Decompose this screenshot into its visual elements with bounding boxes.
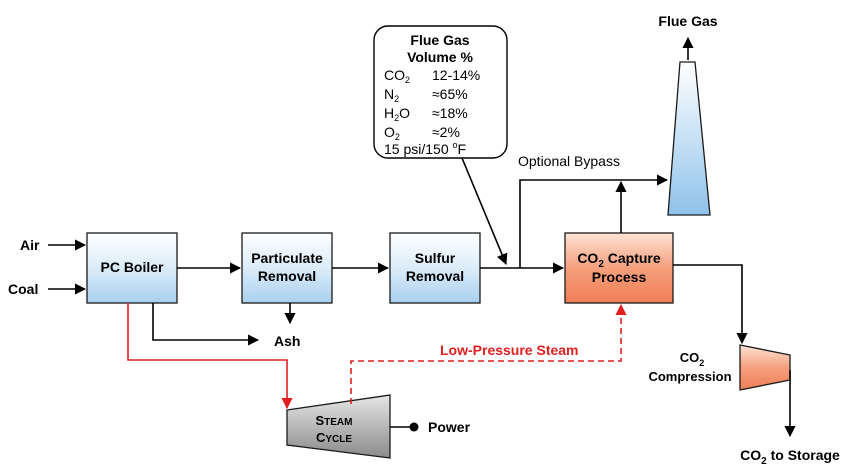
boiler-to-steam-cycle-line <box>127 303 293 410</box>
particulate-label-line2: Removal <box>258 268 316 284</box>
callout-pointer <box>461 157 508 266</box>
callout-row-o2-name: O2 <box>384 124 400 142</box>
power-label: Power <box>428 419 471 435</box>
co2-capture-label-line1: CO2 Capture <box>577 250 661 270</box>
callout-row-co2-name: CO2 <box>384 67 410 85</box>
compression-co2-label: CO2 <box>680 350 705 368</box>
storage-sub: 2 <box>761 456 767 467</box>
co2-capture-label-line2: Process <box>592 269 647 285</box>
compression-sub: 2 <box>699 358 704 368</box>
steam-cap: S <box>315 413 324 428</box>
flue-gas-composition-callout <box>373 25 508 159</box>
low-pressure-steam-label: Low-Pressure Steam <box>440 342 579 358</box>
sulfur-label-line1: Sulfur <box>415 250 456 266</box>
compression-label: Compression <box>648 369 731 384</box>
steam-rest: TEAM <box>324 417 352 428</box>
ash-label: Ash <box>274 333 300 349</box>
low-pressure-steam-line <box>350 303 627 404</box>
compression-co: CO <box>680 350 700 365</box>
optional-bypass-line <box>519 174 669 268</box>
power-dot-icon <box>409 422 419 432</box>
storage-rest: to Storage <box>767 447 840 463</box>
steam-cycle-line2: CYCLE <box>316 430 352 445</box>
flue-gas-stack <box>667 61 711 216</box>
steam-cycle-line1: STEAM <box>315 413 352 428</box>
cycle-cap: C <box>316 430 326 445</box>
sulfur-label-line2: Removal <box>406 268 464 284</box>
capture-rest: Capture <box>604 250 661 266</box>
callout-row-h2o-value: ≈18% <box>432 105 468 121</box>
callout-conditions: 15 psi/150 oF <box>384 140 466 157</box>
storage-co: CO <box>740 447 761 463</box>
optional-bypass-label: Optional Bypass <box>518 153 620 169</box>
particulate-label-line1: Particulate <box>251 250 323 266</box>
coal-label: Coal <box>8 281 38 297</box>
boiler-to-ash-line <box>152 303 260 346</box>
co2-capture-box <box>564 232 674 304</box>
callout-row-n2-name: N2 <box>384 86 399 104</box>
flue-gas-output-label: Flue Gas <box>658 13 717 29</box>
co2-storage-label: CO2 to Storage <box>740 447 840 467</box>
callout-row-n2-value: ≈65% <box>432 86 468 102</box>
co2-compressor <box>739 344 791 391</box>
callout-row-o2-value: ≈2% <box>432 124 460 140</box>
air-label: Air <box>20 237 40 253</box>
callout-title-line1: Flue Gas <box>410 32 469 48</box>
callout-row-co2-value: 12-14% <box>432 67 480 83</box>
particulate-removal-box <box>241 232 333 304</box>
capture-sub: 2 <box>598 259 604 270</box>
sulfur-removal-box <box>389 232 481 304</box>
steam-cycle-turbine <box>286 394 391 459</box>
callout-row-h2o-name: H2O <box>384 105 410 123</box>
cycle-rest: YCLE <box>325 434 352 445</box>
capture-to-compression-line <box>673 264 748 345</box>
capture-co: CO <box>577 250 598 266</box>
pc-boiler-label: PC Boiler <box>100 259 164 275</box>
pc-boiler-box <box>86 232 178 304</box>
callout-title-line2: Volume % <box>407 49 473 65</box>
